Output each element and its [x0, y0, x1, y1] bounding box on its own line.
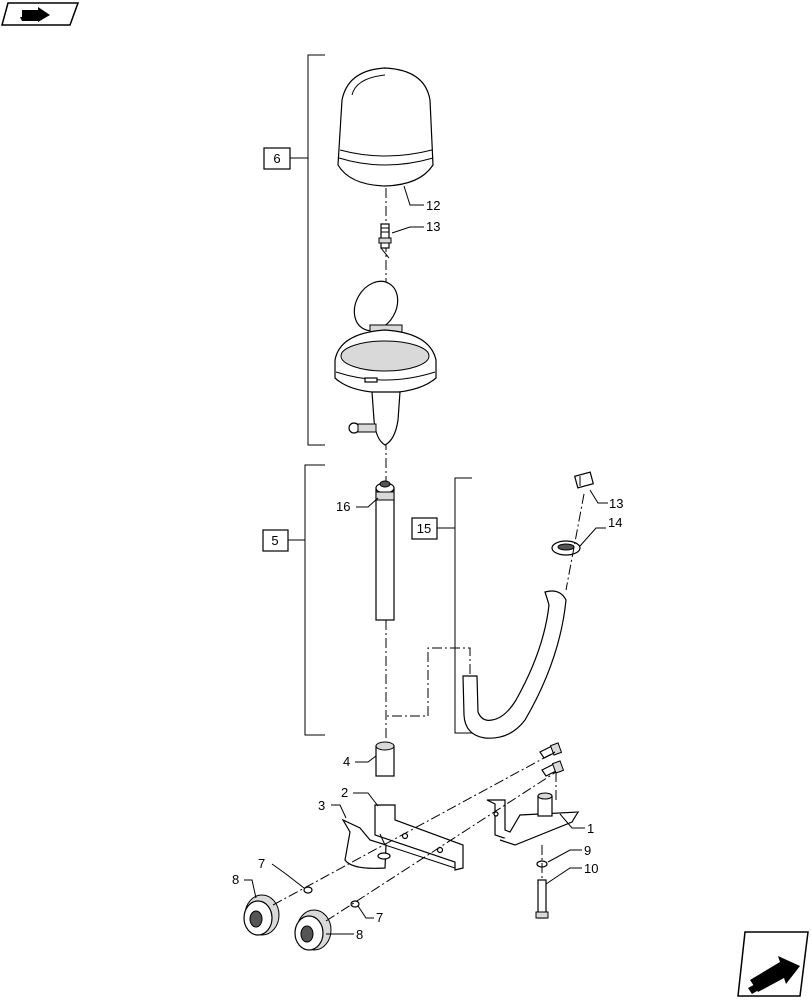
callout-11: 12 [403, 185, 440, 213]
washer-upper [303, 886, 313, 894]
next-page-arrow-icon[interactable] [737, 931, 809, 997]
callout-8-lower: 8 [326, 927, 363, 942]
knob-right [294, 909, 332, 951]
svg-text:13: 13 [426, 219, 440, 234]
callout-8-upper: 8 [232, 872, 257, 899]
beacon-dome [337, 67, 434, 187]
svg-text:2: 2 [341, 785, 348, 800]
mounting-tube [375, 480, 395, 621]
group-bracket-5: 5 [262, 464, 325, 736]
svg-text:12: 12 [426, 198, 440, 213]
group-label-6: 6 [273, 151, 280, 166]
connector [573, 471, 595, 489]
svg-text:10: 10 [584, 861, 598, 876]
group-label-15: 15 [417, 521, 431, 536]
group-label-5: 5 [271, 533, 278, 548]
callout-14: 14 [579, 515, 622, 547]
washer-and-bolt [535, 845, 549, 919]
washer-lower [350, 900, 360, 908]
svg-text:7: 7 [376, 910, 383, 925]
grommet [551, 540, 581, 556]
callout-7-lower: 7 [357, 905, 383, 925]
group-label-box-6 [263, 147, 291, 170]
svg-text:13: 13 [609, 496, 623, 511]
callout-10: 10 [545, 861, 598, 885]
callout-12: 13 [391, 219, 440, 234]
assembly-line-lower [325, 771, 557, 922]
svg-text:14: 14 [608, 515, 622, 530]
group-label-box-15 [411, 517, 438, 540]
bolt [378, 223, 392, 259]
callout-9: 9 [547, 843, 591, 863]
svg-text:4: 4 [343, 754, 350, 769]
svg-text:9: 9 [584, 843, 591, 858]
svg-text:8: 8 [356, 927, 363, 942]
callout-4: 4 [343, 754, 377, 769]
svg-text:8: 8 [232, 872, 239, 887]
beacon-base [334, 280, 437, 446]
svg-text:7: 7 [258, 856, 265, 871]
callout-16: 16 [336, 497, 379, 514]
group-bracket-15: 15 [411, 477, 472, 734]
angle-bracket [486, 792, 580, 846]
svg-text:16: 16 [336, 499, 350, 514]
group-bracket-6: 6 [263, 54, 325, 446]
bracket-bolts [539, 742, 565, 777]
callout-2: 2 [341, 785, 379, 807]
callout-3: 3 [318, 798, 347, 819]
callout-1: 1 [559, 813, 594, 836]
knob-left [243, 894, 280, 936]
callout-7-upper: 7 [258, 856, 305, 889]
cable [386, 493, 585, 739]
svg-text:1: 1 [587, 821, 594, 836]
clamp [341, 818, 391, 869]
svg-text:3: 3 [318, 798, 325, 813]
group-label-box-5 [262, 529, 289, 552]
previous-page-arrow-icon[interactable] [1, 2, 80, 26]
callout-13: 13 [589, 489, 623, 511]
sleeve [375, 741, 395, 777]
